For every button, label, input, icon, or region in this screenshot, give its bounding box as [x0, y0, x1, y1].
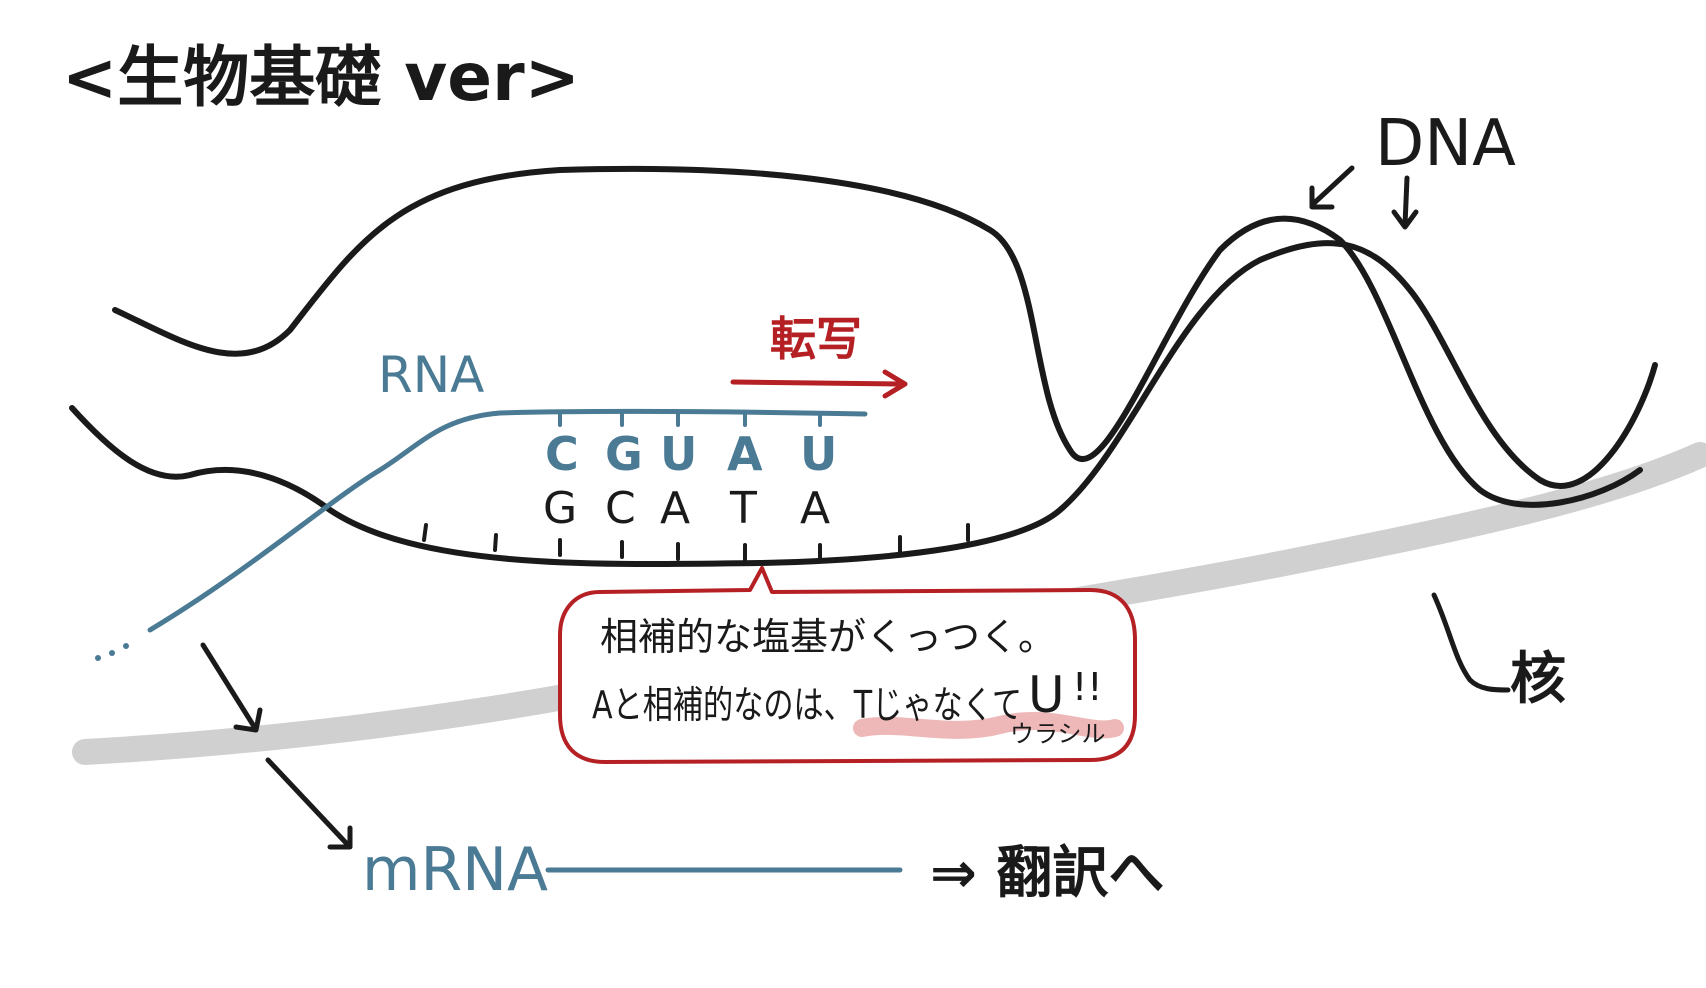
rna-bases: C G U A U [545, 427, 837, 481]
dna-base: C [605, 483, 636, 534]
uracil-note: ウラシル [1010, 720, 1106, 748]
rna-dotted-tail [95, 643, 129, 661]
rna-base: G [605, 427, 643, 481]
dna-strand-lower [69, 240, 1658, 568]
dna-tick [422, 523, 428, 542]
flow-arrow-2 [265, 757, 351, 848]
dna-bases: G C A T A [543, 483, 830, 534]
rna-base: A [727, 427, 763, 481]
dna-base: T [729, 483, 757, 534]
dna-arrow-left [1309, 165, 1355, 208]
flow-arrow-1 [200, 642, 258, 731]
rna-strand [147, 408, 868, 633]
flow-arrow-1-head [233, 707, 263, 733]
rna-base: U [660, 427, 697, 481]
dna-arrow-right-head [1391, 209, 1419, 230]
dna-strand-upper [112, 165, 1643, 508]
transcription-label: 転写 [770, 312, 862, 366]
flow-arrows [200, 642, 353, 850]
bubble-u-letter: U [1028, 666, 1065, 724]
rna-label: RNA [378, 346, 484, 404]
translation-label: ⇒ 翻訳へ [930, 841, 1164, 906]
rna-tail-dot [109, 650, 115, 656]
dna-pointer-arrows [1309, 165, 1419, 230]
uracil-highlight [853, 711, 1124, 739]
bubble-line-2: Aと相補的なのは、Tじゃなくて [592, 683, 1022, 727]
dna-base: A [800, 483, 830, 534]
rna-base: C [545, 427, 579, 481]
dna-base: G [543, 483, 577, 534]
flow-arrow-2-head [327, 825, 353, 850]
mrna-label: mRNA [362, 835, 548, 905]
dna-arrow-right [1402, 175, 1410, 228]
rna-tail-dot [123, 643, 129, 649]
transcription-arrow-shaft [730, 379, 903, 387]
speech-bubble [558, 566, 1137, 764]
rna-tail-dot [95, 655, 101, 661]
dna-tick [493, 533, 498, 552]
rna-base: U [800, 427, 837, 481]
dna-label: DNA [1375, 107, 1516, 181]
rna-tick-marks [558, 411, 822, 427]
dna-tick-marks [422, 523, 970, 562]
nucleus-label: 核 [1510, 647, 1566, 712]
page-title: <生物基礎 ver> [62, 39, 580, 116]
bubble-exclaim: !! [1072, 665, 1102, 709]
dna-arrow-left-head [1309, 185, 1335, 210]
transcription-arrow-head [882, 369, 908, 399]
bubble-line-1: 相補的な塩基がくっつく。 [600, 615, 1056, 659]
dna-base: A [660, 483, 690, 534]
nucleus-pointer [1431, 592, 1511, 693]
